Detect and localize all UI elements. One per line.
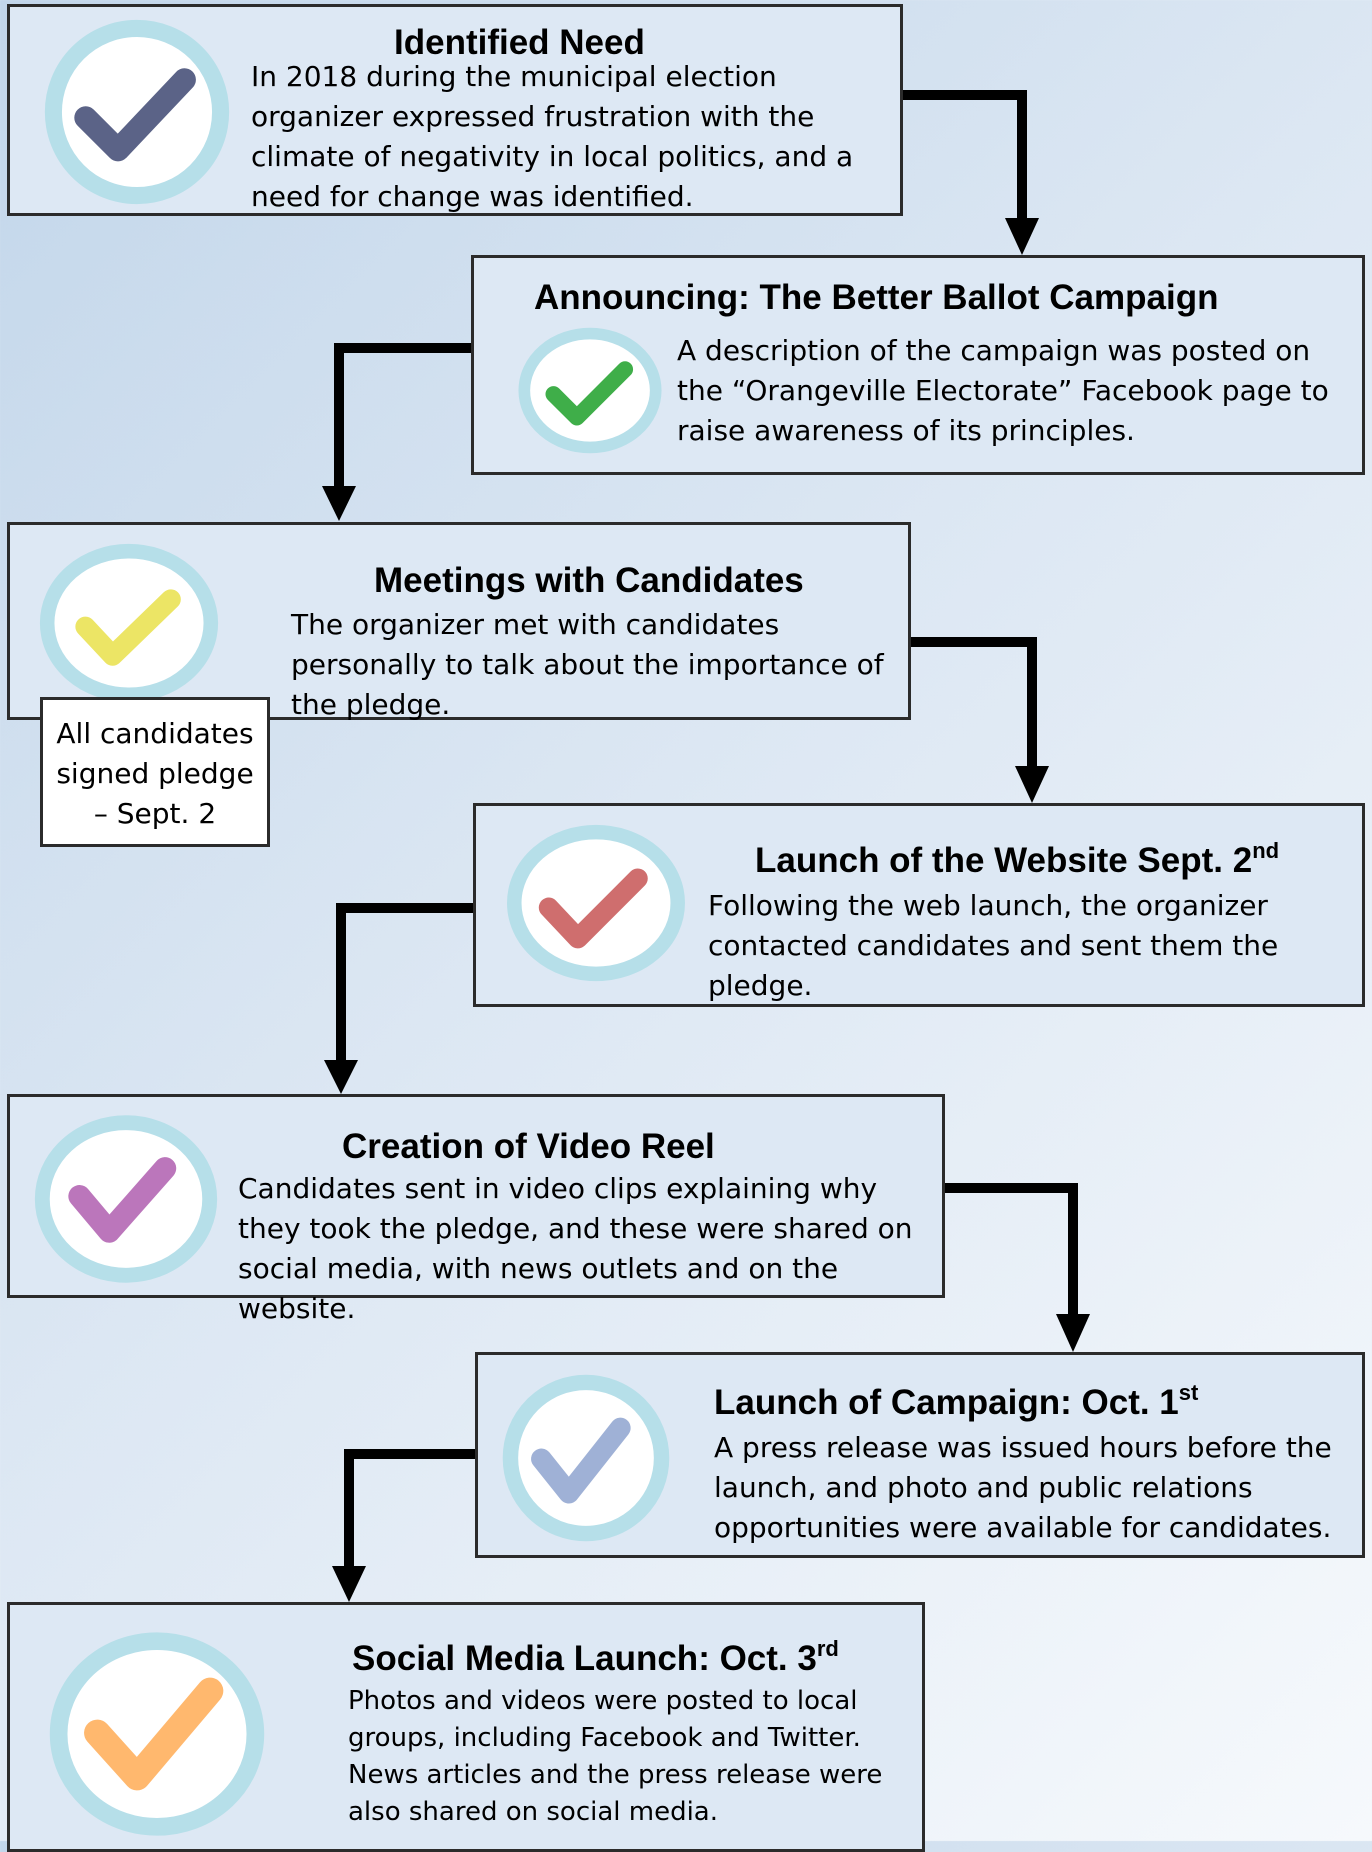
note-line: signed pledge — [56, 757, 254, 790]
check-icon — [49, 1632, 265, 1836]
connector-5-to-6 — [945, 1183, 1078, 1318]
step-box-campaign-launch: Launch of Campaign: Oct. 1st A press rel… — [475, 1352, 1365, 1558]
step-title: Announcing: The Better Ballot Campaign — [534, 278, 1219, 317]
arrowhead-3 — [1015, 766, 1049, 803]
step-box-video-reel: Creation of Video Reel Candidates sent i… — [7, 1094, 945, 1325]
title-text: Social Media Launch: Oct. 3 — [352, 1639, 817, 1678]
arrowhead-1 — [1005, 218, 1039, 255]
connector-2-to-3 — [334, 343, 471, 490]
step-box-meetings: Meetings with Candidates The organizer m… — [7, 522, 911, 721]
step-title: Identified Need — [394, 23, 645, 62]
step-description: A description of the campaign was posted… — [677, 334, 1329, 447]
check-icon — [44, 19, 230, 205]
step-box-identified-need: Identified Need In 2018 during the munic… — [7, 4, 903, 216]
check-icon — [34, 1115, 218, 1283]
step-description: Following the web launch, the organizer … — [708, 889, 1279, 1002]
step-box-social-media-launch: Social Media Launch: Oct. 3rd Photos and… — [7, 1602, 925, 1852]
pledge-note: All candidates signed pledge – Sept. 2 — [40, 697, 270, 847]
step-title: Launch of Campaign: Oct. 1st — [714, 1382, 1198, 1422]
arrowhead-5 — [1056, 1314, 1090, 1352]
step-box-announcing: Announcing: The Better Ballot Campaign A… — [471, 255, 1365, 475]
step-title: Social Media Launch: Oct. 3rd — [352, 1638, 839, 1678]
step-description: Candidates sent in video clips explainin… — [238, 1172, 913, 1325]
title-text: Launch of the Website Sept. 2 — [755, 841, 1253, 880]
arrowhead-4 — [324, 1060, 358, 1094]
check-icon — [39, 543, 219, 703]
step-description: Photos and videos were posted to local g… — [348, 1686, 883, 1827]
step-description: The organizer met with candidates person… — [291, 608, 884, 721]
note-line: – Sept. 2 — [93, 797, 217, 830]
connector-1-to-2 — [903, 90, 1027, 222]
check-icon — [507, 824, 685, 982]
title-suffix: st — [1178, 1380, 1199, 1405]
arrowhead-6 — [332, 1566, 366, 1602]
arrowhead-2 — [322, 486, 356, 521]
step-description: A press release was issued hours before … — [714, 1431, 1332, 1544]
step-title: Meetings with Candidates — [374, 561, 804, 600]
step-description: In 2018 during the municipal election or… — [251, 60, 854, 213]
check-icon — [502, 1374, 670, 1542]
title-text: Launch of Campaign: Oct. 1 — [714, 1383, 1179, 1422]
title-suffix: rd — [816, 1636, 839, 1661]
connector-6-to-7 — [344, 1449, 477, 1570]
connector-3-to-4 — [911, 637, 1037, 770]
step-title: Launch of the Website Sept. 2nd — [755, 840, 1279, 880]
connector-4-to-5 — [336, 903, 475, 1064]
title-suffix: nd — [1252, 838, 1280, 863]
step-title: Creation of Video Reel — [342, 1127, 715, 1166]
note-line: All candidates — [56, 717, 254, 750]
check-icon — [518, 327, 662, 454]
step-box-website-launch: Launch of the Website Sept. 2nd Followin… — [473, 803, 1365, 1007]
